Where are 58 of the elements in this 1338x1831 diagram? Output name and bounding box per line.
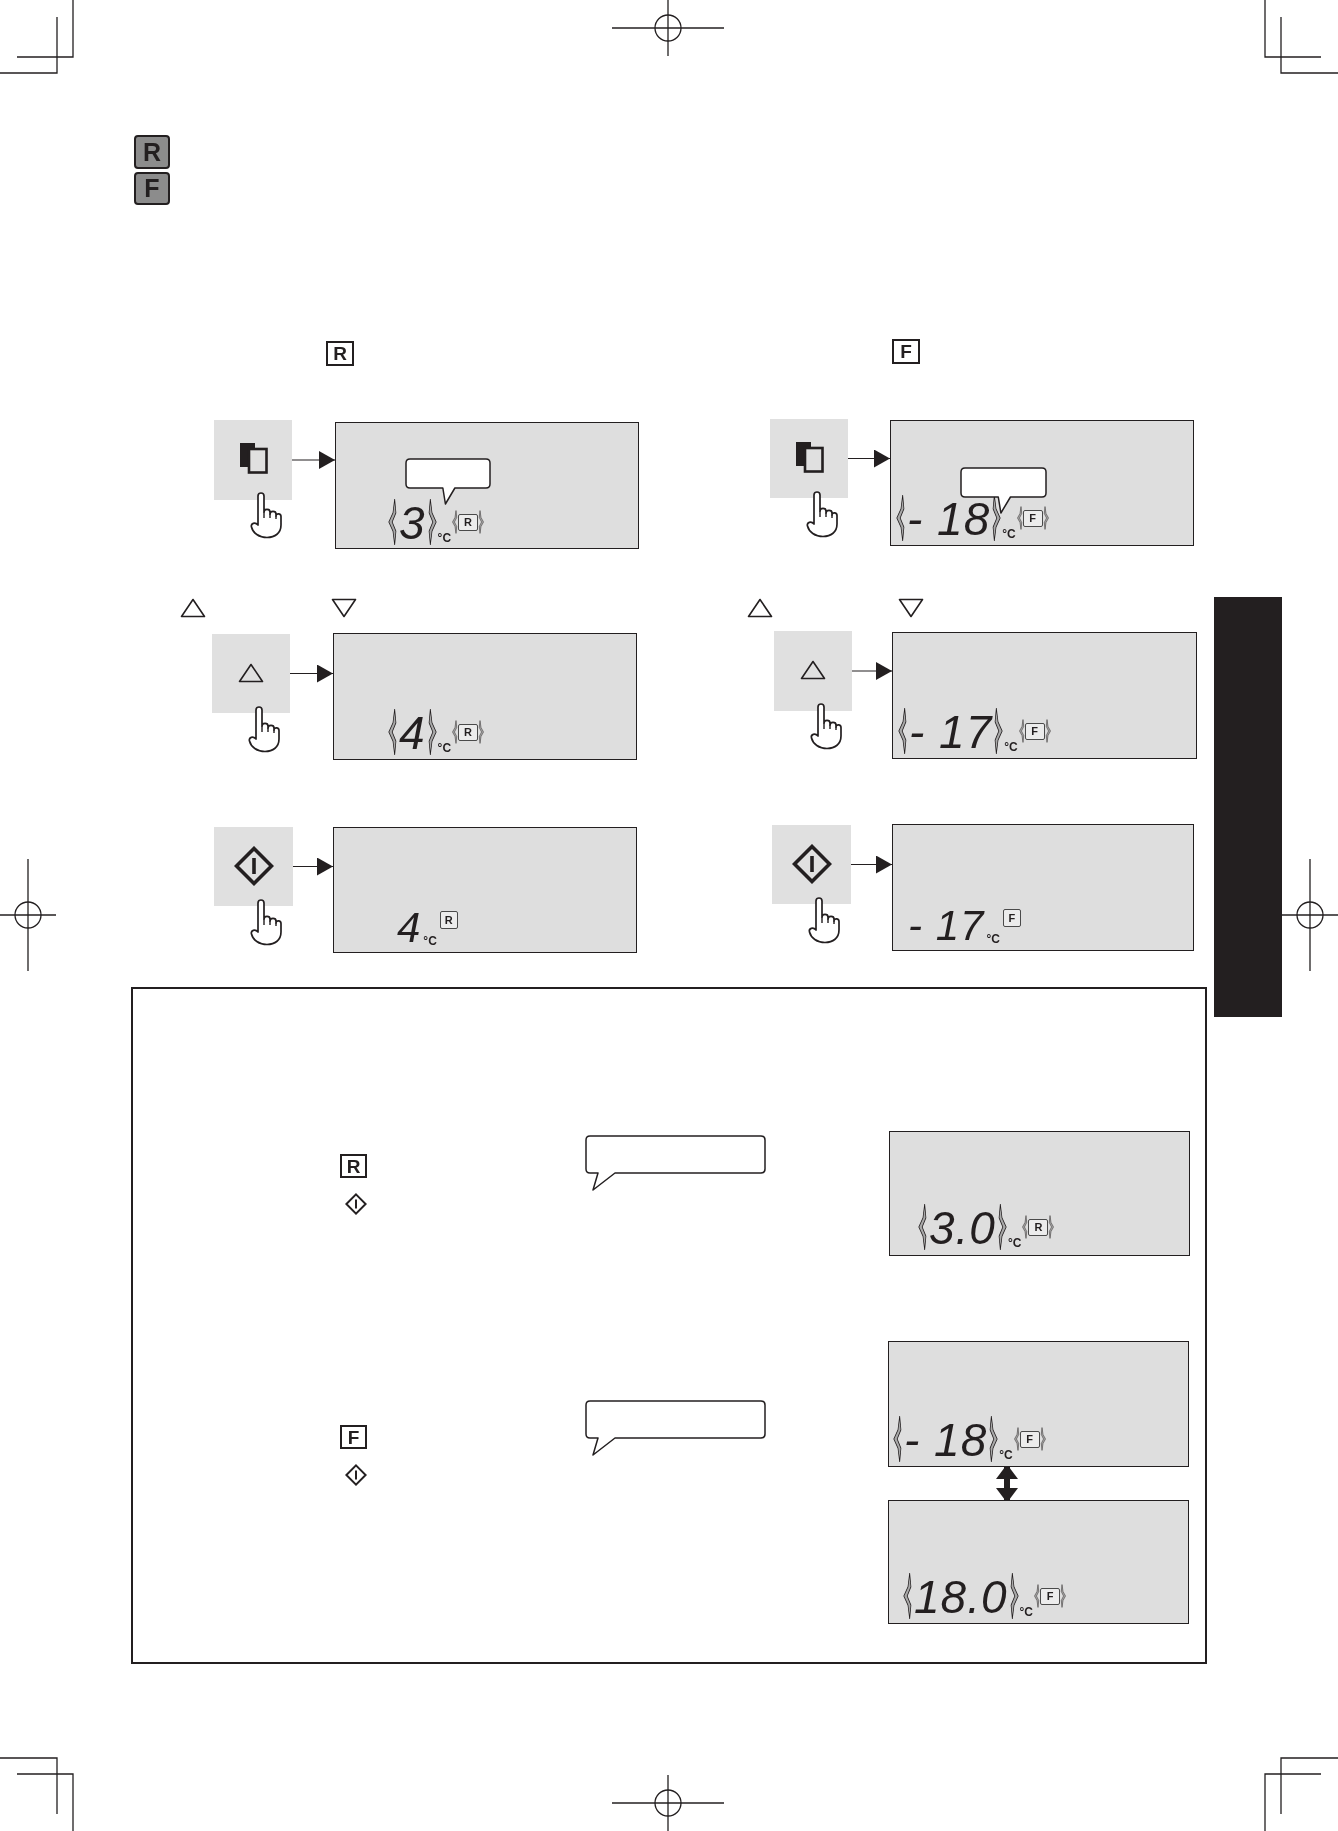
temperature-reading: - 17 xyxy=(908,709,994,755)
info-frame xyxy=(131,987,1207,1664)
unit-label: °C xyxy=(986,933,1000,945)
unit-label: °C xyxy=(1019,1606,1033,1618)
lcd-display xyxy=(335,422,639,549)
arrow xyxy=(289,664,334,683)
speech-bubble xyxy=(585,1400,766,1456)
indicator-badge: F xyxy=(1024,722,1045,740)
button-panel xyxy=(774,631,852,711)
arrow xyxy=(851,662,893,680)
arrow xyxy=(850,855,893,874)
lcd-display xyxy=(892,824,1194,951)
temperature-reading: 4 xyxy=(396,907,423,949)
key-symbol: F xyxy=(892,339,920,364)
unit-label: °C xyxy=(437,532,452,544)
arrow xyxy=(291,451,336,469)
unit-label: °C xyxy=(1002,528,1016,540)
temperature-reading: 3 xyxy=(398,500,427,546)
button-panel xyxy=(212,634,290,713)
unit-label: °C xyxy=(999,1449,1013,1461)
key-symbol: R xyxy=(340,1154,367,1178)
button-panel xyxy=(214,827,293,906)
lcd-display xyxy=(333,633,637,760)
indicator-badge: R xyxy=(439,911,458,929)
temperature-reading: - 17 xyxy=(907,905,986,947)
temperature-reading: - 18 xyxy=(903,1417,989,1463)
unit-label: °C xyxy=(437,742,452,754)
button-panel xyxy=(772,825,851,904)
key-badge: F xyxy=(134,172,170,205)
arrow xyxy=(847,449,891,468)
indicator-badge: F xyxy=(1019,1430,1040,1448)
button-panel xyxy=(214,420,292,500)
arrow xyxy=(292,857,334,876)
unit-label: °C xyxy=(423,935,437,947)
indicator-badge: F xyxy=(1040,1587,1060,1605)
temperature-reading: - 18 xyxy=(906,496,992,542)
temperature-reading: 3.0 xyxy=(928,1205,997,1251)
lcd-display xyxy=(892,632,1197,759)
key-symbol: R xyxy=(326,341,354,366)
speech-bubble xyxy=(405,458,491,505)
indicator-badge: R xyxy=(1028,1218,1049,1236)
lcd-display xyxy=(890,420,1194,546)
indicator-badge: R xyxy=(458,723,479,741)
button-panel xyxy=(770,419,848,498)
lcd-display xyxy=(889,1131,1190,1256)
key-symbol: F xyxy=(340,1425,367,1449)
temperature-reading: 18.0 xyxy=(913,1574,1009,1620)
lcd-display xyxy=(888,1500,1189,1624)
indicator-badge: F xyxy=(1022,509,1043,527)
key-badge: R xyxy=(134,135,170,169)
lcd-display xyxy=(888,1341,1189,1467)
unit-label: °C xyxy=(1004,741,1018,753)
temperature-reading: 4 xyxy=(398,710,427,756)
indicator-badge: F xyxy=(1002,909,1021,927)
unit-label: °C xyxy=(1007,1237,1022,1249)
indicator-badge: R xyxy=(458,513,479,531)
speech-bubble xyxy=(585,1135,766,1191)
lcd-display xyxy=(333,827,637,953)
